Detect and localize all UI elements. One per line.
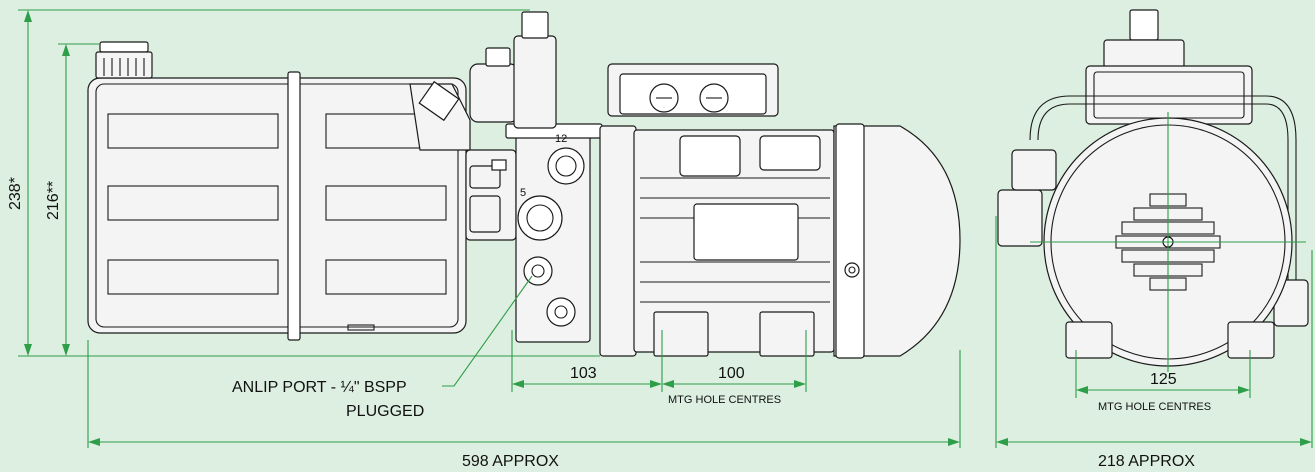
height-dimensions: 238* 216** [7, 9, 600, 357]
valve-block: 12 5 [465, 11, 603, 343]
width-overall-label: 218 APPROX [1098, 453, 1195, 470]
end-view-dimensions: 125 MTG HOLE CENTRES 218 APPROX [995, 216, 1313, 470]
mtg-side-label: 100 [718, 365, 745, 382]
svg-text:5: 5 [520, 187, 526, 199]
side-horizontal-dimensions: 103 100 MTG HOLE CENTRES 598 APPROX [87, 330, 961, 470]
anlip-port-callout: ANLIP PORT - ¼" BSPP PLUGGED [232, 275, 533, 420]
length-overall-label: 598 APPROX [462, 453, 559, 470]
side-view: 12 5 [7, 9, 961, 470]
mtg-side-caption: MTG HOLE CENTRES [668, 394, 781, 406]
svg-text:12: 12 [555, 133, 567, 145]
callout-line2: PLUGGED [346, 403, 424, 420]
callout-line1: ANLIP PORT - ¼" BSPP [232, 379, 407, 396]
reservoir-tank [87, 41, 471, 341]
height-overall-label: 238* [7, 177, 24, 210]
electric-motor [599, 63, 961, 359]
mtg-end-caption: MTG HOLE CENTRES [1098, 401, 1211, 413]
mtg-end-label: 125 [1150, 371, 1177, 388]
height-tank-label: 216** [45, 181, 62, 220]
end-view: 125 MTG HOLE CENTRES 218 APPROX [995, 9, 1313, 470]
port-offset-label: 103 [570, 365, 597, 382]
